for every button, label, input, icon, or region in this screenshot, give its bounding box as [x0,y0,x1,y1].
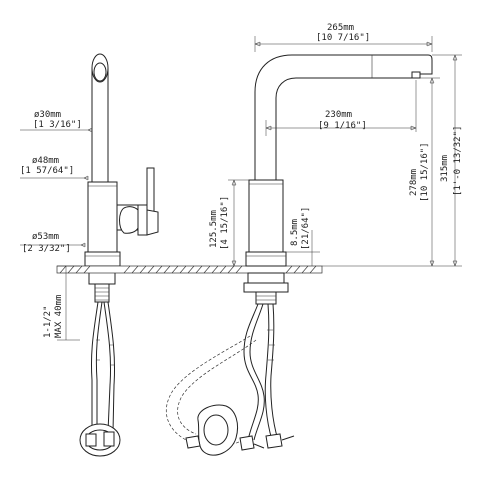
side-hose-connector-b [265,433,283,449]
side-hose-b [264,303,273,441]
dim-spout-inner-metric: 230mm [325,110,352,120]
dim-body-height-metric: 125.5mm [209,210,219,248]
side-mount-nut [247,272,285,284]
front-handle-lever [146,167,155,213]
dim-body-height-imperial: [4 15/16"] [220,196,230,250]
dim-spout-inner-imperial: [9 1/16"] [318,121,367,131]
dim-spout-top-dia-imperial: [1 3/16"] [33,120,82,130]
dim-deck-thickness-mm: MAX 40mm [54,295,64,338]
front-spout-top [91,53,109,83]
dim-base-dia-imperial: [2 3/32"] [22,244,71,254]
dim-spout-height-imperial: [10 15/16"] [420,142,430,202]
dim-base-dia-metric: ø53mm [32,232,59,242]
dim-spout-height-metric: 278mm [409,169,419,196]
dim-total-height-metric: 315mm [440,155,450,182]
front-spout-tube [91,68,109,182]
dim-spout-reach-metric: 265mm [327,23,354,33]
side-spout-arm [254,54,433,180]
front-mount-nut [88,271,116,285]
side-base [245,251,287,267]
side-view [166,54,433,456]
dim-spout-reach-imperial: [10 7/16"] [316,33,370,43]
dim-spout-top-dia-metric: ø30mm [34,110,61,120]
front-base [84,251,121,267]
dim-body-dia-metric: ø48mm [32,156,59,166]
side-hose-a [243,303,259,441]
front-shank [94,283,110,303]
front-view [79,53,159,457]
front-hose-right [103,301,116,433]
dim-base-step-metric: 8.5mm [290,219,300,246]
dim-deck-thickness-inch: 1-1/2" [43,305,53,338]
front-body [87,181,118,253]
side-shank [255,291,277,305]
dim-body-dia-imperial: [1 57/64"] [20,166,74,176]
dim-total-height-imperial: [1'-0 13/32"] [453,126,463,196]
side-hose-connector-a [239,435,255,451]
front-hose-left [90,301,103,432]
side-view-dimensions [228,36,462,267]
front-spout-top-inner [93,62,107,82]
dim-base-step-imperial: [21/64"] [301,207,311,250]
side-spout-nozzle [411,71,421,79]
countertop [56,265,323,274]
front-view-dimensions [20,127,93,341]
side-body [248,179,284,253]
